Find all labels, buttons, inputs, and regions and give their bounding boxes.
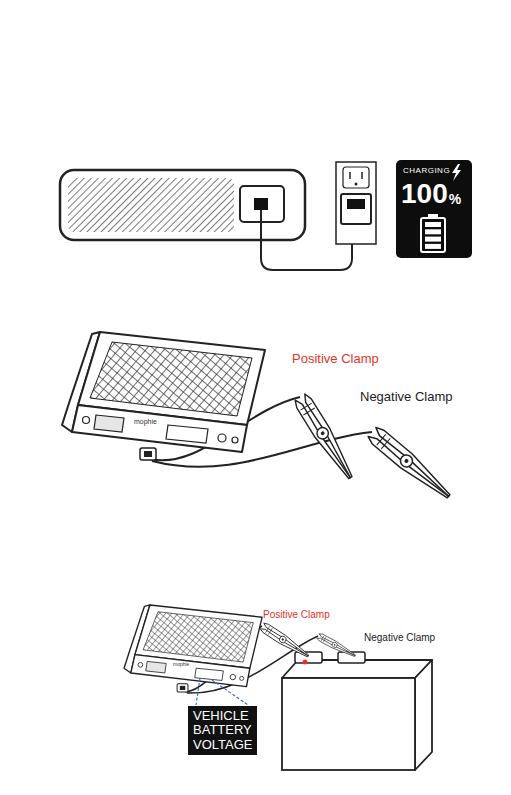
car-battery — [282, 678, 415, 770]
percent-value: 100 — [401, 180, 448, 208]
part-label: Negative Clamp — [360, 390, 453, 405]
positive-clamp — [259, 622, 311, 660]
leader-line — [196, 678, 200, 705]
positive-terminal — [295, 652, 322, 663]
wall-outlet — [336, 162, 376, 244]
positive-clamp — [293, 392, 358, 482]
leader-line — [212, 680, 248, 705]
negative-clamp — [316, 633, 357, 659]
positive-mark — [303, 660, 308, 665]
grip-texture — [68, 178, 234, 232]
charge-display: CHARGING 100% — [396, 160, 472, 258]
wall-plug — [341, 194, 371, 224]
voltage-label: VEHICLE BATTERY VOLTAGE — [193, 709, 252, 752]
status-text: CHARGING — [403, 167, 450, 175]
cable-plug — [254, 198, 268, 210]
brand-logo: mophie — [173, 662, 189, 668]
part-label: Negative Clamp — [364, 632, 435, 644]
clamp-panel — [62, 332, 454, 503]
percent-sign: % — [449, 192, 461, 206]
brand-logo: mophie — [134, 418, 157, 426]
charging-panel — [60, 162, 376, 270]
jump-starter — [62, 332, 265, 460]
socket — [343, 167, 369, 188]
jump-starter — [124, 605, 262, 692]
negative-clamp — [366, 425, 454, 503]
voltage-box: VEHICLE BATTERY VOLTAGE — [188, 706, 257, 755]
battery-outline — [421, 218, 445, 252]
battery-panel — [124, 605, 432, 770]
battery-side — [415, 660, 432, 770]
lightning-bolt — [452, 164, 461, 181]
power-bank — [60, 170, 305, 240]
part-label: Positive Clamp — [292, 352, 379, 367]
part-label: Positive Clamp — [263, 609, 330, 621]
